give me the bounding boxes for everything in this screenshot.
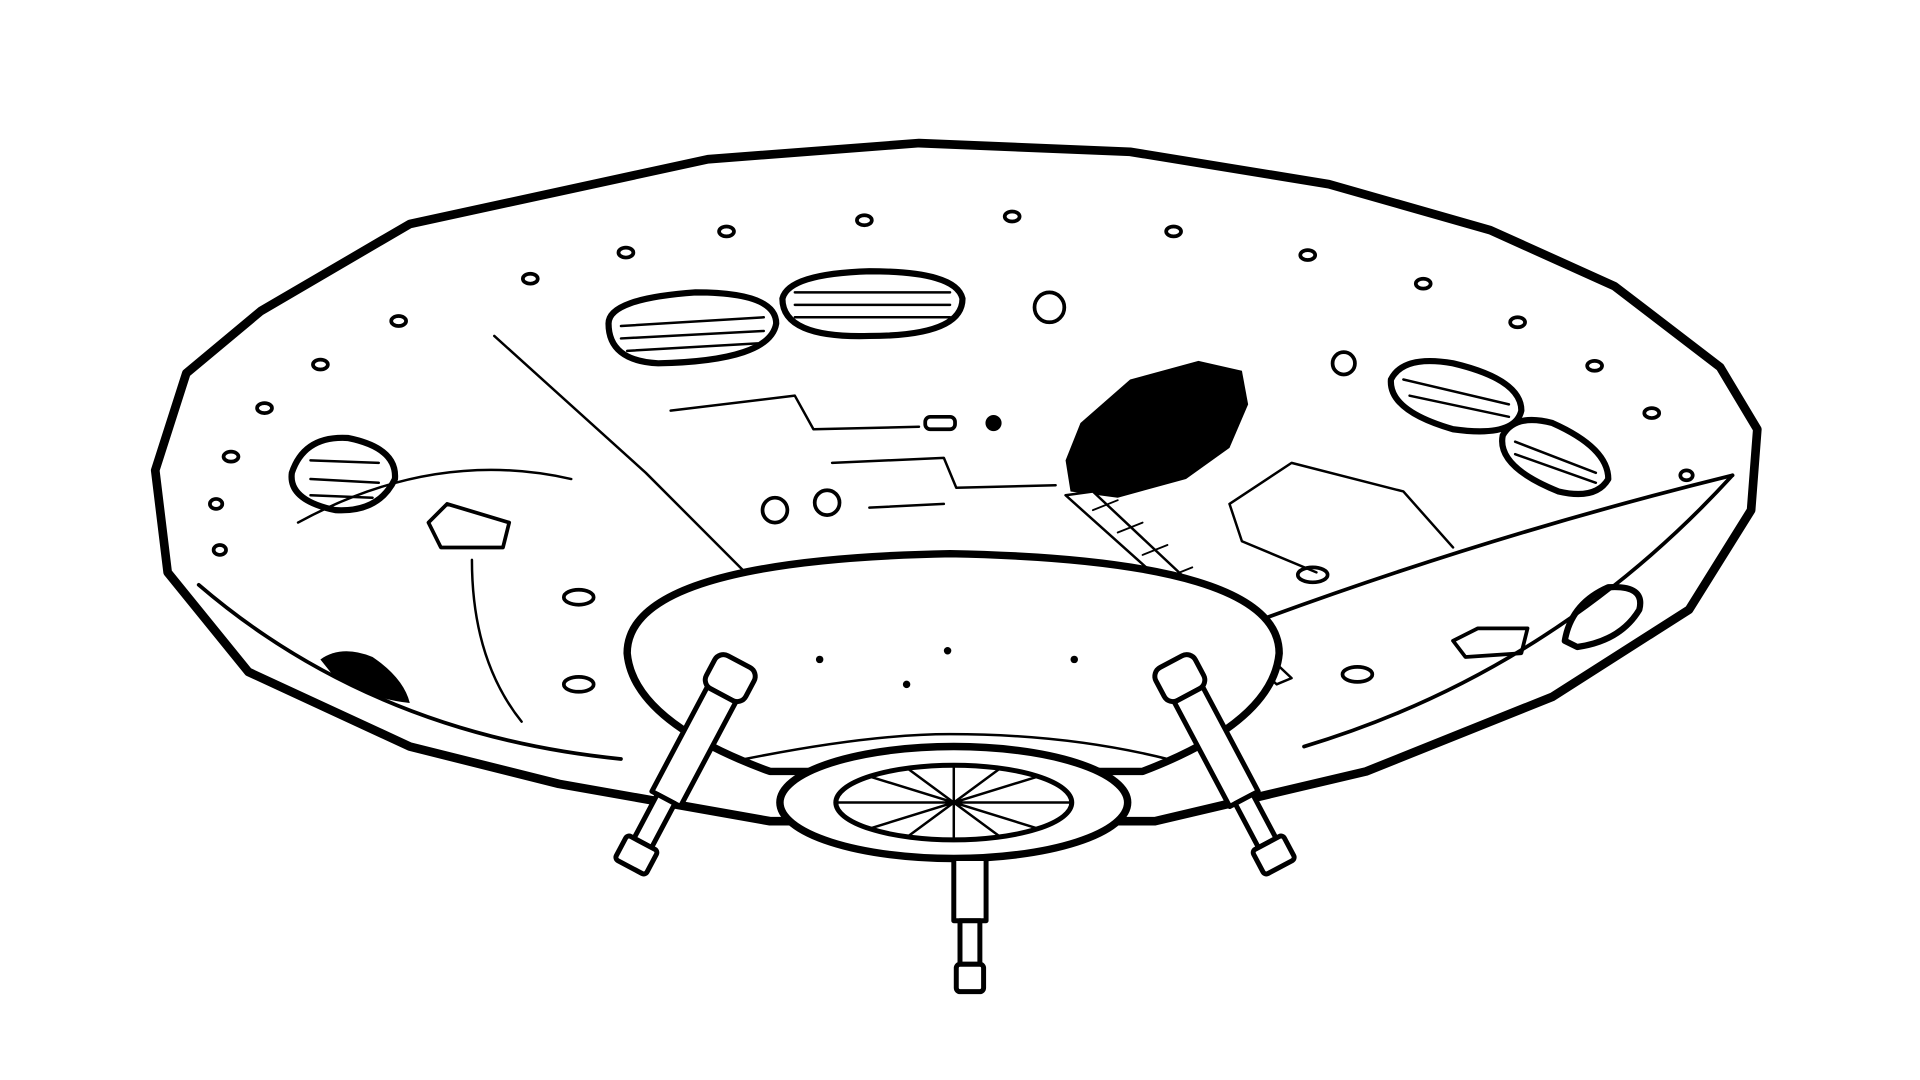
bottom-disc <box>776 742 1132 863</box>
vents <box>288 268 1644 651</box>
landing-legs <box>613 652 1297 995</box>
shadow-mark <box>320 651 410 703</box>
saucer-body <box>150 138 1762 826</box>
portholes <box>208 209 1695 557</box>
panel-details <box>426 290 1530 694</box>
hub <box>623 549 1283 776</box>
